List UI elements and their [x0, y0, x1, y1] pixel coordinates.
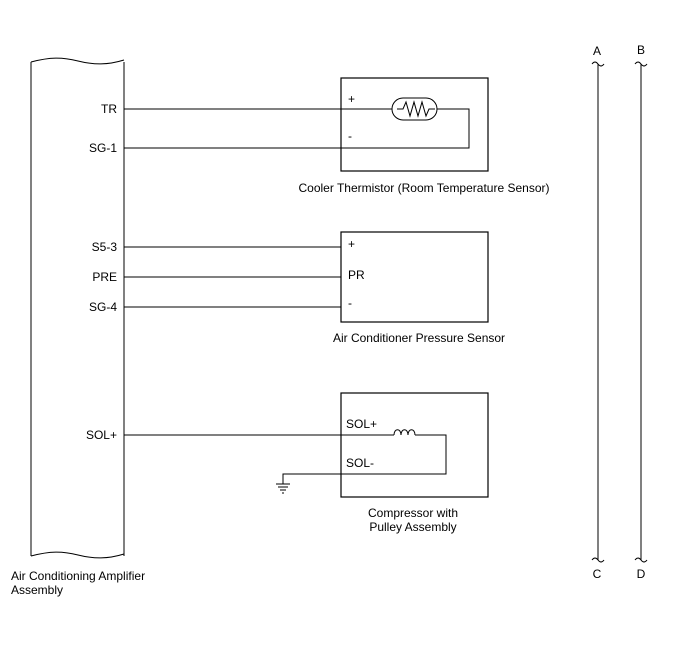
pressure-sensor-pr: PR: [348, 268, 365, 282]
pin-s53-label: S5-3: [92, 240, 118, 254]
pressure-sensor-label: Air Conditioner Pressure Sensor: [333, 331, 505, 345]
ground-icon: [276, 483, 290, 494]
amplifier-assembly: [30, 57, 125, 559]
pin-pre-label: PRE: [92, 270, 117, 284]
pin-tr-label: TR: [101, 102, 117, 116]
thermistor-box: [340, 77, 489, 172]
connector-d-label: D: [637, 567, 646, 581]
pin-sg1-label: SG-1: [89, 141, 117, 155]
connector-c-label: C: [593, 567, 602, 581]
connector-b-label: B: [637, 43, 645, 57]
pin-sol-plus-label: SOL+: [86, 428, 117, 442]
connector-line-a-c: [591, 61, 605, 563]
solenoid-coil-icon: [393, 429, 416, 436]
thermistor-plus: +: [348, 92, 355, 106]
connector-a-label: A: [593, 44, 601, 58]
pressure-sensor-box: [340, 231, 489, 323]
pin-sg4-label: SG-4: [89, 300, 117, 314]
compressor-label-line2: Pulley Assembly: [369, 520, 456, 534]
pressure-sensor-minus: -: [348, 296, 352, 310]
thermistor-label: Cooler Thermistor (Room Temperature Sens…: [299, 181, 550, 195]
pressure-sensor-plus: +: [348, 237, 355, 251]
thermistor-minus: -: [348, 129, 352, 143]
compressor-sol-minus: SOL-: [346, 456, 374, 470]
connector-line-b-d: [634, 61, 648, 563]
compressor-label-line1: Compressor with: [368, 506, 458, 520]
amplifier-label-line2: Assembly: [11, 583, 63, 597]
compressor-sol-plus: SOL+: [346, 417, 377, 431]
amplifier-label-line1: Air Conditioning Amplifier: [11, 569, 145, 583]
compressor-box: [340, 392, 489, 498]
resistor-zigzag-icon: [397, 100, 435, 118]
